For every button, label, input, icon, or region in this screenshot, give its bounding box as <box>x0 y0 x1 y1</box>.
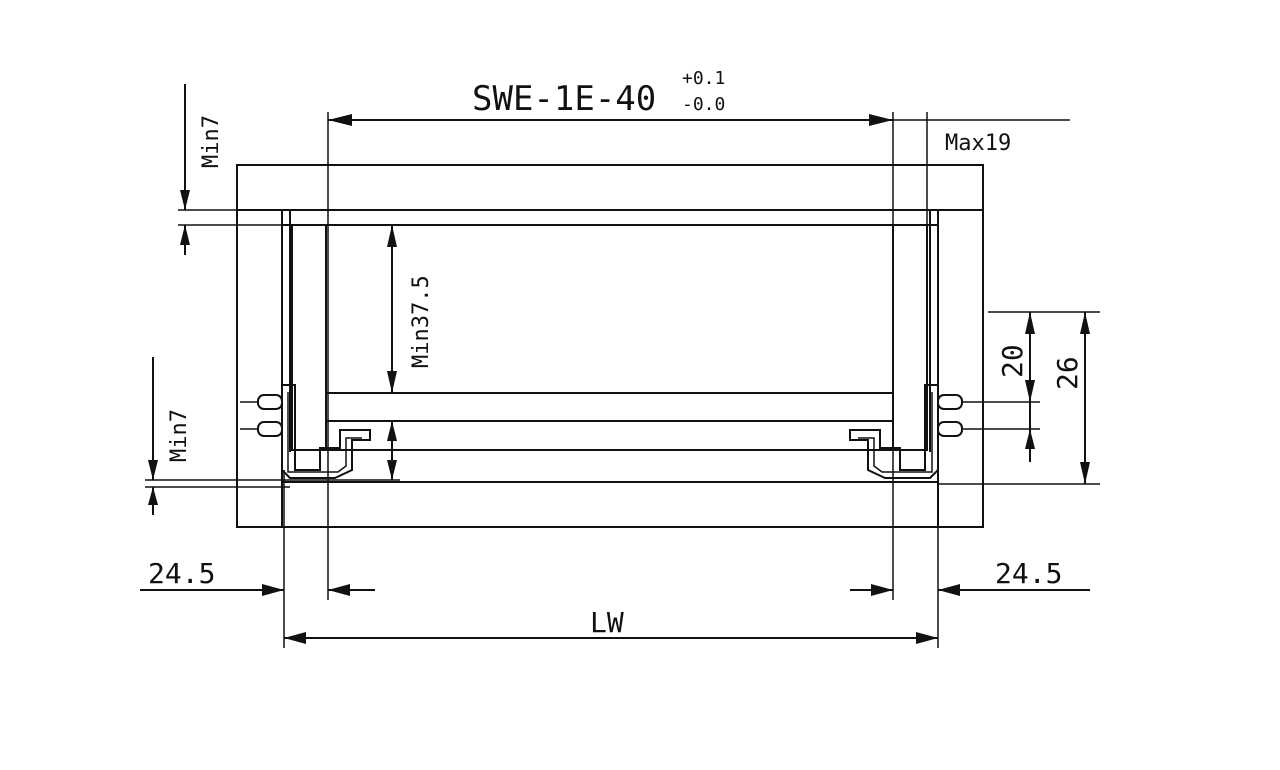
dimension-max19: Max19 <box>893 112 1070 230</box>
dimension-min7-bottom: Min7 <box>145 357 400 515</box>
dimension-20-26: 20 26 <box>938 311 1100 485</box>
swe-tolerance-plus: +0.1 <box>682 68 725 89</box>
min7-bottom-label: Min7 <box>167 409 192 462</box>
dimension-min7-top: Min7 <box>178 84 285 255</box>
dimension-24-5-right: 24.5 <box>850 470 1090 648</box>
min7-top-label: Min7 <box>199 115 224 168</box>
lw-label: LW <box>590 606 624 639</box>
dimension-min37-5: Min37.5 <box>387 225 434 480</box>
cabinet-top-panel <box>236 164 984 211</box>
left-slide-rail <box>240 384 371 479</box>
min37-5-label: Min37.5 <box>409 275 434 368</box>
dim-26-label: 26 <box>1051 356 1084 390</box>
right-slide-rail <box>849 384 1040 479</box>
dimension-24-5-left: 24.5 <box>140 470 375 648</box>
cabinet-bottom-panel <box>236 164 984 528</box>
drawer-box <box>282 210 938 452</box>
dimension-swe: SWE-1E-40 +0.1 -0.0 <box>327 68 894 600</box>
right-24-5-label: 24.5 <box>995 557 1062 590</box>
swe-tolerance-minus: -0.0 <box>682 94 725 115</box>
dimension-lw: LW <box>284 606 938 644</box>
cabinet-right-panel <box>937 209 984 528</box>
dim-20-label: 20 <box>996 344 1029 378</box>
max19-label: Max19 <box>945 131 1011 156</box>
left-24-5-label: 24.5 <box>148 557 215 590</box>
drawer-bottom-board <box>325 392 894 451</box>
swe-label: SWE-1E-40 <box>472 79 656 119</box>
